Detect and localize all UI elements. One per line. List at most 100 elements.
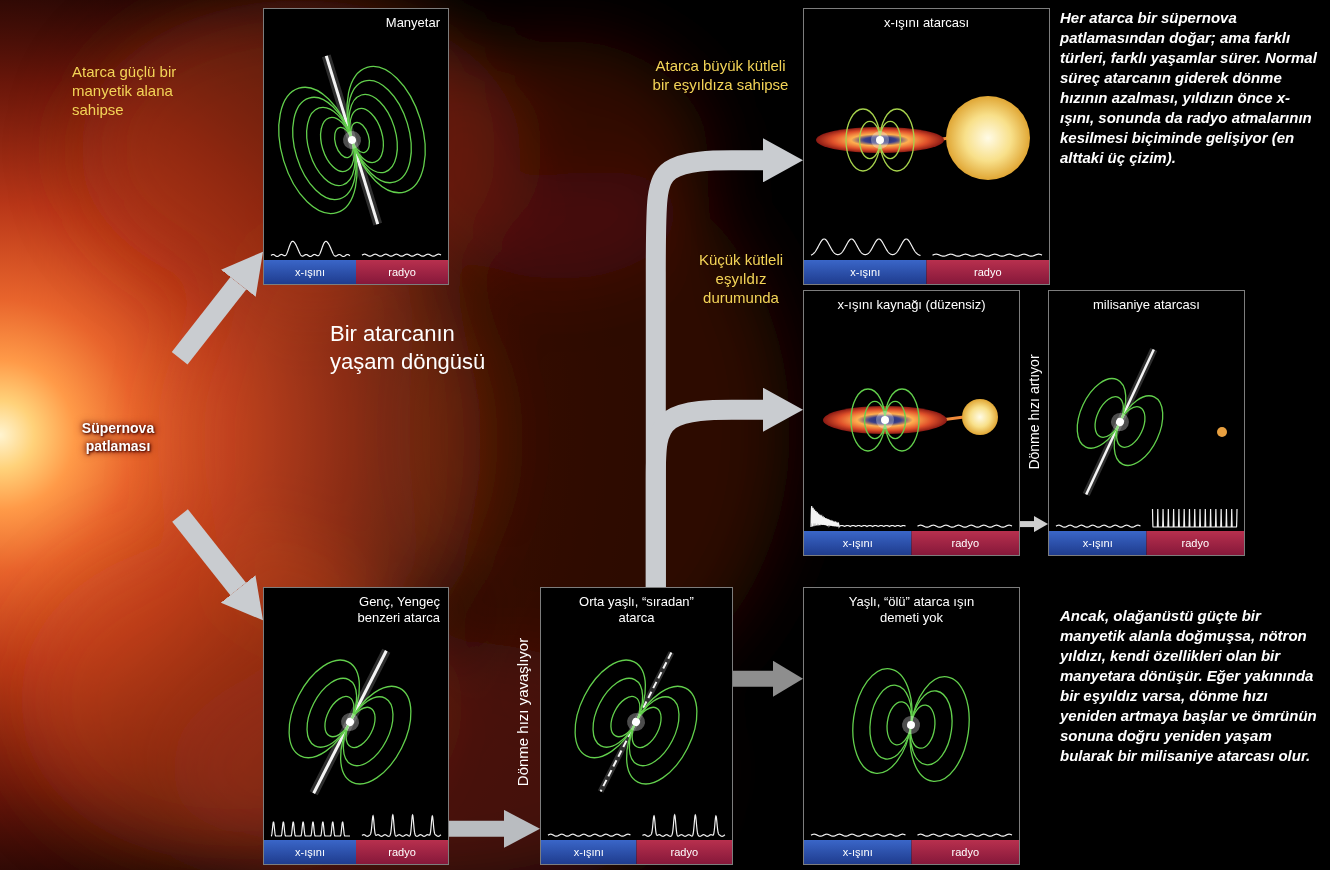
neutron-star bbox=[258, 35, 446, 245]
neutron-star bbox=[549, 626, 723, 817]
panel-title: Manyetar bbox=[386, 15, 440, 31]
signal-trace bbox=[933, 254, 1043, 256]
field-line bbox=[1104, 388, 1172, 473]
field-line bbox=[333, 57, 439, 202]
band-row: x-ışınıradyo bbox=[1049, 531, 1244, 555]
star-core bbox=[876, 136, 884, 144]
band-row: x-ışınıradyo bbox=[264, 260, 448, 284]
panel-title: Yaşlı, “ölü” atarca ışın demeti yok bbox=[843, 594, 981, 626]
star-core bbox=[345, 717, 356, 728]
xray-band bbox=[1049, 531, 1147, 555]
xray-band bbox=[804, 840, 912, 864]
note-box: Her atarca bir süpernova patlamasından d… bbox=[1060, 8, 1324, 168]
edge-label-box: Dönme hızı yavaşlıyor bbox=[513, 638, 532, 786]
neutron-star bbox=[851, 389, 919, 451]
beam-glow bbox=[1086, 349, 1154, 494]
field-line bbox=[340, 89, 406, 179]
signal-trace bbox=[811, 834, 906, 836]
signal-trace bbox=[271, 822, 350, 836]
band-label: x-ışını bbox=[804, 840, 912, 864]
edge-label-box: Atarca büyük kütleli bir eşyıldıza sahip… bbox=[648, 56, 793, 94]
panel-ground bbox=[803, 8, 1050, 285]
condition-label: Atarca büyük kütleli bir eşyıldıza sahip… bbox=[648, 56, 793, 94]
edge-label-box: Atarca güçlü bir manyetik alana sahipse bbox=[72, 62, 197, 119]
star-core bbox=[347, 135, 357, 145]
band-label: x-ışını bbox=[541, 840, 637, 864]
signal-trace bbox=[271, 241, 350, 256]
xray-band bbox=[541, 840, 637, 864]
radiation-beam bbox=[314, 651, 387, 794]
radio-band bbox=[927, 260, 1050, 284]
condition-label: Atarca güçlü bir manyetik alana sahipse bbox=[72, 62, 197, 119]
field-line bbox=[275, 649, 374, 769]
xray-band bbox=[804, 531, 912, 555]
beam-glow bbox=[601, 653, 672, 792]
xray-band bbox=[264, 840, 356, 864]
star-halo bbox=[624, 710, 648, 734]
field-line bbox=[561, 649, 660, 769]
condition-label: Dönme hızı yavaşlıyor bbox=[513, 638, 532, 786]
panel-art bbox=[803, 8, 1050, 285]
edge-label-box: Dönme hızı artıyor bbox=[1025, 354, 1043, 469]
field-line bbox=[333, 689, 403, 774]
beam-glow bbox=[314, 651, 387, 794]
panel-ground bbox=[1048, 290, 1245, 556]
band-label: radyo bbox=[927, 260, 1050, 284]
band-row: x-ışınıradyo bbox=[264, 840, 448, 864]
radio-band bbox=[356, 840, 448, 864]
band-label: x-ışını bbox=[804, 531, 912, 555]
title-box: Bir atarcanın yaşam döngüsü bbox=[330, 320, 505, 376]
star-halo bbox=[1108, 410, 1132, 434]
band-label: x-ışını bbox=[804, 260, 927, 284]
radio-band bbox=[912, 531, 1020, 555]
condition-label: Küçük kütleli eşyıldız durumunda bbox=[682, 250, 800, 307]
diagram-title: Bir atarcanın yaşam döngüsü bbox=[330, 320, 505, 376]
field-line bbox=[612, 675, 711, 795]
xray-band bbox=[804, 260, 927, 284]
panel-title: milisaniye atarcası bbox=[1093, 297, 1200, 313]
signal-trace bbox=[918, 834, 1013, 836]
neutron-star bbox=[846, 109, 914, 171]
companion-star bbox=[1217, 427, 1227, 437]
pulsar-panel: milisaniye atarcası x-ışınıradyo bbox=[1048, 290, 1245, 556]
star-halo bbox=[338, 710, 362, 734]
flow-arrow bbox=[1020, 521, 1034, 527]
panel-ground bbox=[803, 290, 1020, 556]
pulsar-panel: Manyetar x-ışınıradyo bbox=[263, 8, 449, 285]
panel-ground bbox=[263, 587, 449, 865]
star-core bbox=[1115, 417, 1126, 428]
radio-band bbox=[637, 840, 733, 864]
band-row: x-ışınıradyo bbox=[804, 260, 1049, 284]
signal-trace bbox=[548, 834, 631, 836]
band-label: radyo bbox=[356, 260, 448, 284]
neutron-star bbox=[846, 665, 975, 785]
star-core bbox=[631, 717, 642, 728]
supernova-burst: Süpernova patlaması bbox=[18, 337, 218, 537]
star-core bbox=[881, 416, 889, 424]
panel-art bbox=[262, 587, 449, 865]
note-box: Ancak, olağanüstü güçte bir manyetik ala… bbox=[1060, 606, 1324, 766]
panel-art bbox=[258, 8, 449, 285]
star-core bbox=[906, 720, 915, 729]
band-label: x-ışını bbox=[264, 260, 356, 284]
panel-art bbox=[540, 587, 733, 865]
signal-trace bbox=[1056, 525, 1141, 527]
flow-arrow bbox=[180, 515, 238, 589]
nebula-cloud bbox=[180, 250, 480, 630]
panel-ground bbox=[540, 587, 733, 865]
neutron-star bbox=[262, 624, 438, 819]
field-line bbox=[865, 682, 916, 761]
panel-ground bbox=[803, 587, 1020, 865]
pulsar-panel: Yaşlı, “ölü” atarca ışın demeti yok x-ışı… bbox=[803, 587, 1020, 865]
band-label: x-ışını bbox=[264, 840, 356, 864]
band-row: x-ışınıradyo bbox=[804, 531, 1019, 555]
companion-star bbox=[962, 399, 998, 435]
signal-trace bbox=[811, 239, 921, 255]
signal-trace bbox=[362, 254, 441, 256]
radiation-beam bbox=[1086, 349, 1154, 494]
field-line bbox=[298, 101, 364, 191]
flow-arrow bbox=[449, 821, 504, 837]
signal-trace bbox=[811, 506, 906, 527]
note-text: Ancak, olağanüstü güçte bir manyetik ala… bbox=[1060, 606, 1324, 766]
